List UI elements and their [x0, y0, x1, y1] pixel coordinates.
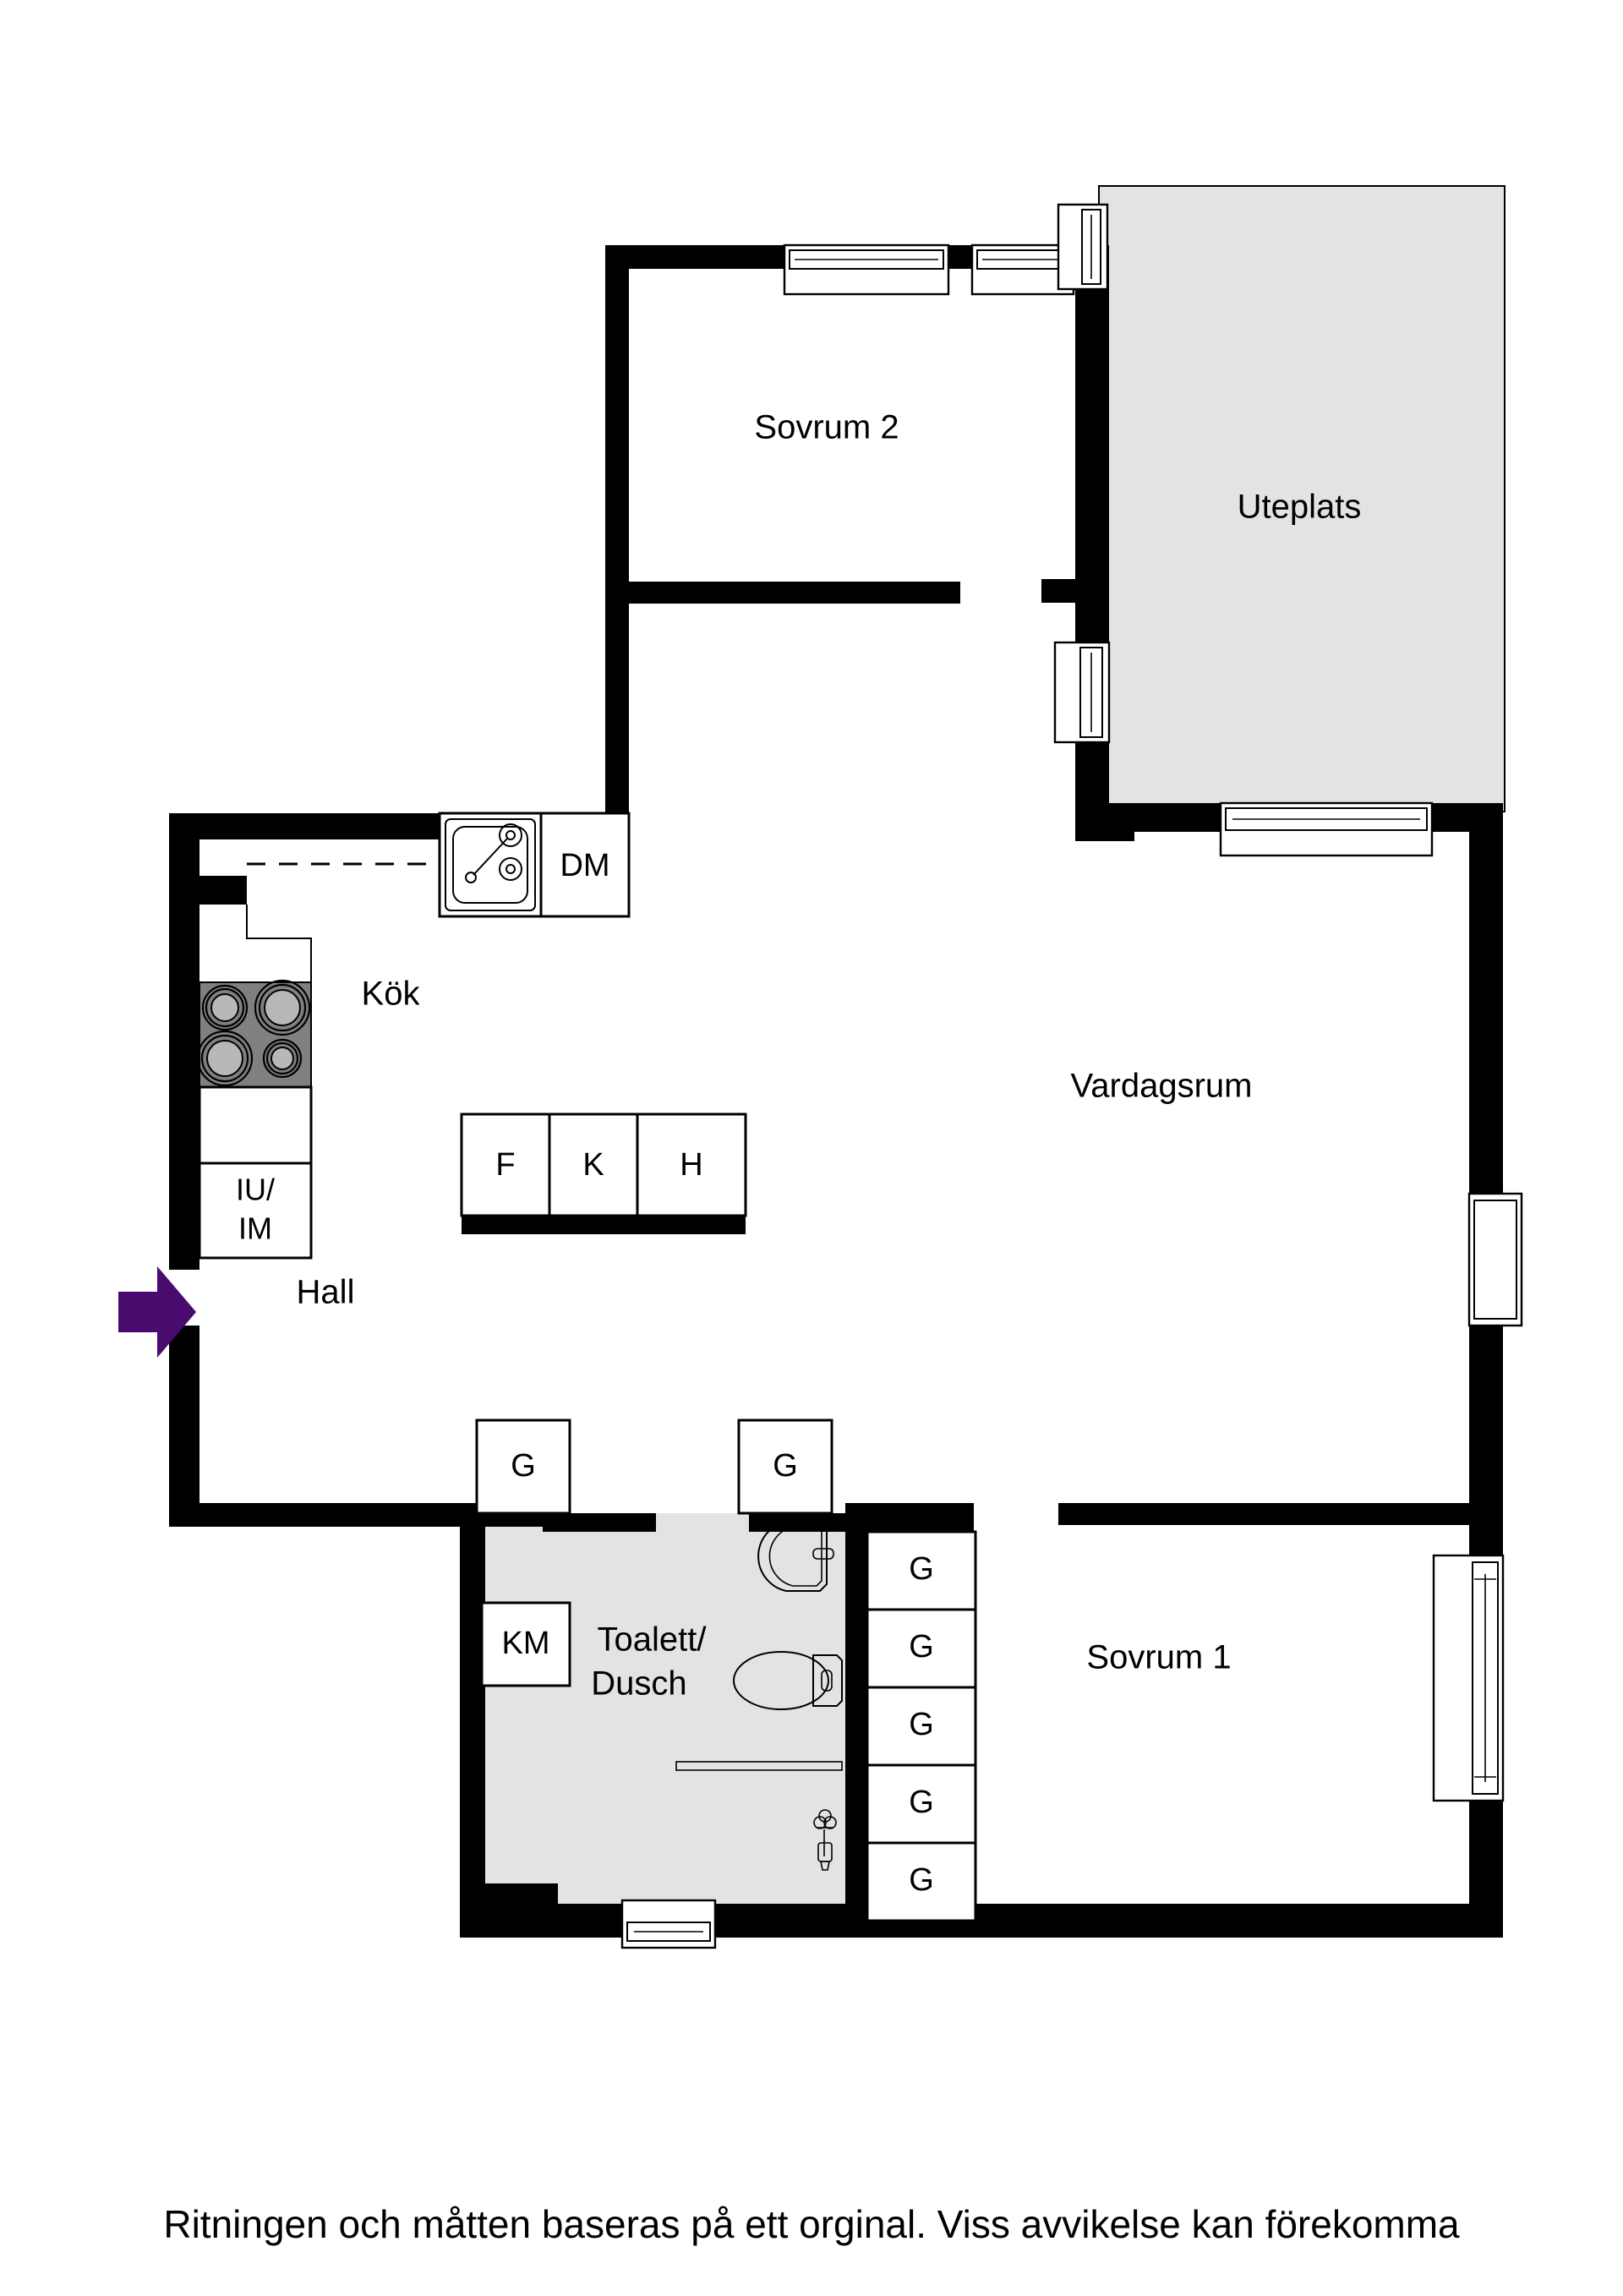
closet-hall-left-label: G — [511, 1448, 536, 1484]
closet-col-2-label: G — [909, 1629, 934, 1665]
uteplats-floor — [1098, 185, 1506, 812]
stove-cooktop — [196, 979, 312, 1088]
toilet — [733, 1651, 843, 1710]
closet-hall-left[interactable]: G — [475, 1419, 571, 1515]
disclaimer-caption: Ritningen och måtten baseras på ett orgi… — [163, 2202, 1460, 2246]
room-label-toalett-dusch-line2: Dusch — [591, 1665, 686, 1703]
room-label-kok: Kök — [362, 976, 421, 1013]
bathroom-sink — [757, 1521, 834, 1592]
door-patio-upper — [1057, 203, 1109, 291]
laundry-unit-label-line1: IU/ — [236, 1173, 275, 1207]
bathroom-floor — [475, 1513, 845, 1936]
dishwasher-label: DM — [560, 848, 609, 883]
room-label-toalett-dusch-line1: Toalett/ — [598, 1621, 708, 1659]
washing-machine-km[interactable]: KM — [480, 1601, 571, 1687]
room-label-hall: Hall — [297, 1274, 355, 1311]
closet-col-5[interactable]: G — [866, 1841, 977, 1922]
door-patio-lower — [1053, 641, 1111, 744]
fridge-label: F — [495, 1147, 515, 1183]
washing-machine-label: KM — [502, 1626, 550, 1661]
closet-col-3[interactable]: G — [866, 1686, 977, 1767]
window-bathroom-south — [620, 1899, 717, 1949]
window-sovrum2-north-1 — [783, 243, 950, 296]
closet-col-4-label: G — [909, 1785, 934, 1820]
window-sovrum2-north-2 — [970, 243, 1075, 296]
kitchen-island-units: F K H — [460, 1112, 747, 1234]
window-vardagsrum-north — [1219, 801, 1434, 857]
closet-column: G G G G G — [866, 1530, 977, 1922]
closet-hall-right[interactable]: G — [737, 1419, 833, 1515]
room-label-sovrum-2: Sovrum 2 — [754, 409, 899, 446]
closet-col-2[interactable]: G — [866, 1608, 977, 1689]
shelf-label: H — [680, 1147, 702, 1183]
entrance-arrow — [118, 1266, 196, 1358]
kitchen-counter-unit — [198, 1085, 313, 1165]
room-label-uteplats: Uteplats — [1238, 489, 1362, 526]
exterior-walls — [169, 245, 1503, 1938]
closet-col-3-label: G — [909, 1707, 934, 1742]
closet-hall-right-label: G — [773, 1448, 798, 1484]
room-label-vardagsrum: Vardagsrum — [1071, 1068, 1253, 1105]
door-vardagsrum-east — [1467, 1192, 1523, 1327]
closet-col-4[interactable]: G — [866, 1763, 977, 1845]
laundry-unit-iu-im[interactable]: IU/ IM — [198, 1162, 313, 1260]
window-sovrum1-east — [1432, 1554, 1505, 1802]
closet-col-5-label: G — [909, 1862, 934, 1898]
laundry-unit-label-line2: IM — [238, 1211, 272, 1246]
shower-rail — [675, 1761, 843, 1771]
kitchen-sink — [438, 812, 543, 918]
room-label-sovrum-1: Sovrum 1 — [1086, 1639, 1231, 1676]
closet-col-1[interactable]: G — [866, 1530, 977, 1611]
shower-head — [813, 1809, 837, 1871]
dishwasher-dm[interactable]: DM — [539, 812, 631, 918]
freezer-label: K — [582, 1147, 604, 1183]
closet-col-1-label: G — [909, 1551, 934, 1587]
